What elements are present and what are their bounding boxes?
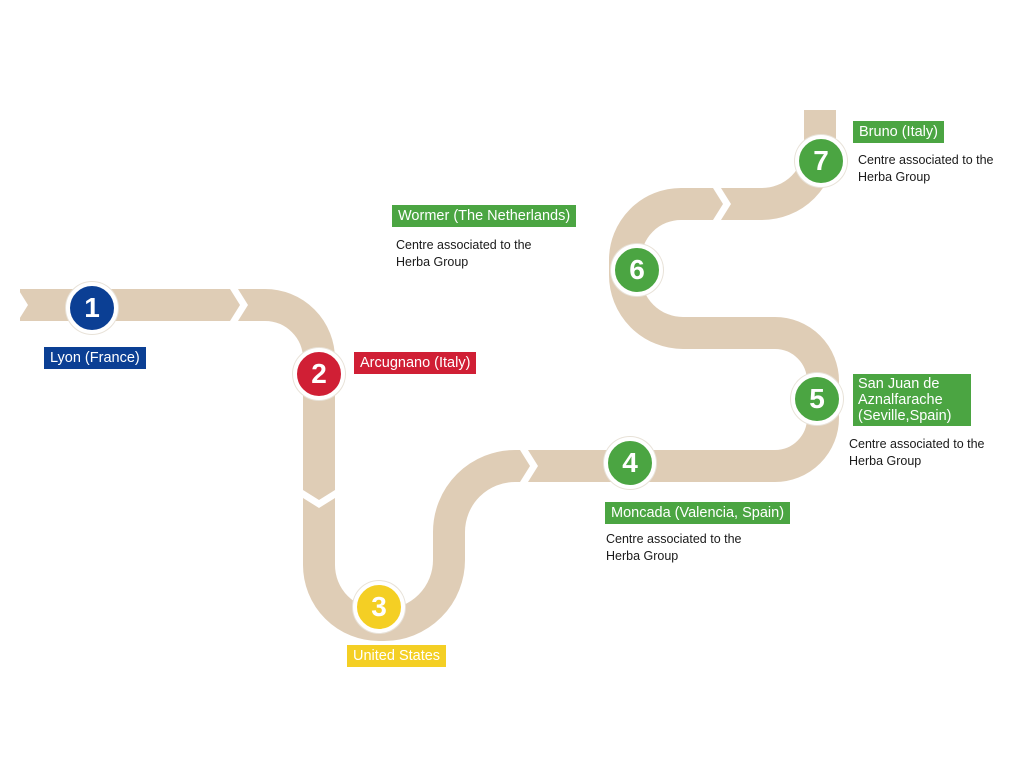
- stop-marker-2: 2: [293, 348, 345, 400]
- stop-label-4: Moncada (Valencia, Spain): [605, 502, 791, 524]
- stop-label-7: Bruno (Italy): [853, 121, 944, 143]
- stop-label-6: Wormer (The Netherlands): [392, 205, 577, 227]
- road-start-notch: [18, 289, 28, 321]
- stop-note-5: Centre associated to the Herba Group: [849, 437, 985, 468]
- stop-note-6: Centre associated to the Herba Group: [396, 238, 532, 269]
- stop-note-4: Centre associated to the Herba Group: [606, 532, 742, 563]
- road-chevron: [520, 450, 538, 482]
- road-chevron: [713, 188, 731, 220]
- stop-marker-1: 1: [66, 282, 118, 334]
- stop-label-3: United States: [347, 645, 447, 667]
- stop-marker-3: 3: [353, 581, 405, 633]
- stop-label-5: San Juan de Aznalfarache (Seville,Spain): [853, 374, 971, 426]
- stop-label-2: Arcugnano (Italy): [354, 352, 477, 374]
- stop-marker-5: 5: [791, 373, 843, 425]
- stop-note-7: Centre associated to the Herba Group: [858, 153, 994, 184]
- stop-marker-4: 4: [604, 437, 656, 489]
- road-path: [20, 110, 839, 641]
- road-chevron: [303, 490, 335, 508]
- stop-label-1: Lyon (France): [44, 347, 146, 369]
- stop-marker-6: 6: [611, 244, 663, 296]
- road-chevron: [230, 289, 248, 321]
- road-end-tip: [804, 96, 836, 110]
- stop-marker-7: 7: [795, 135, 847, 187]
